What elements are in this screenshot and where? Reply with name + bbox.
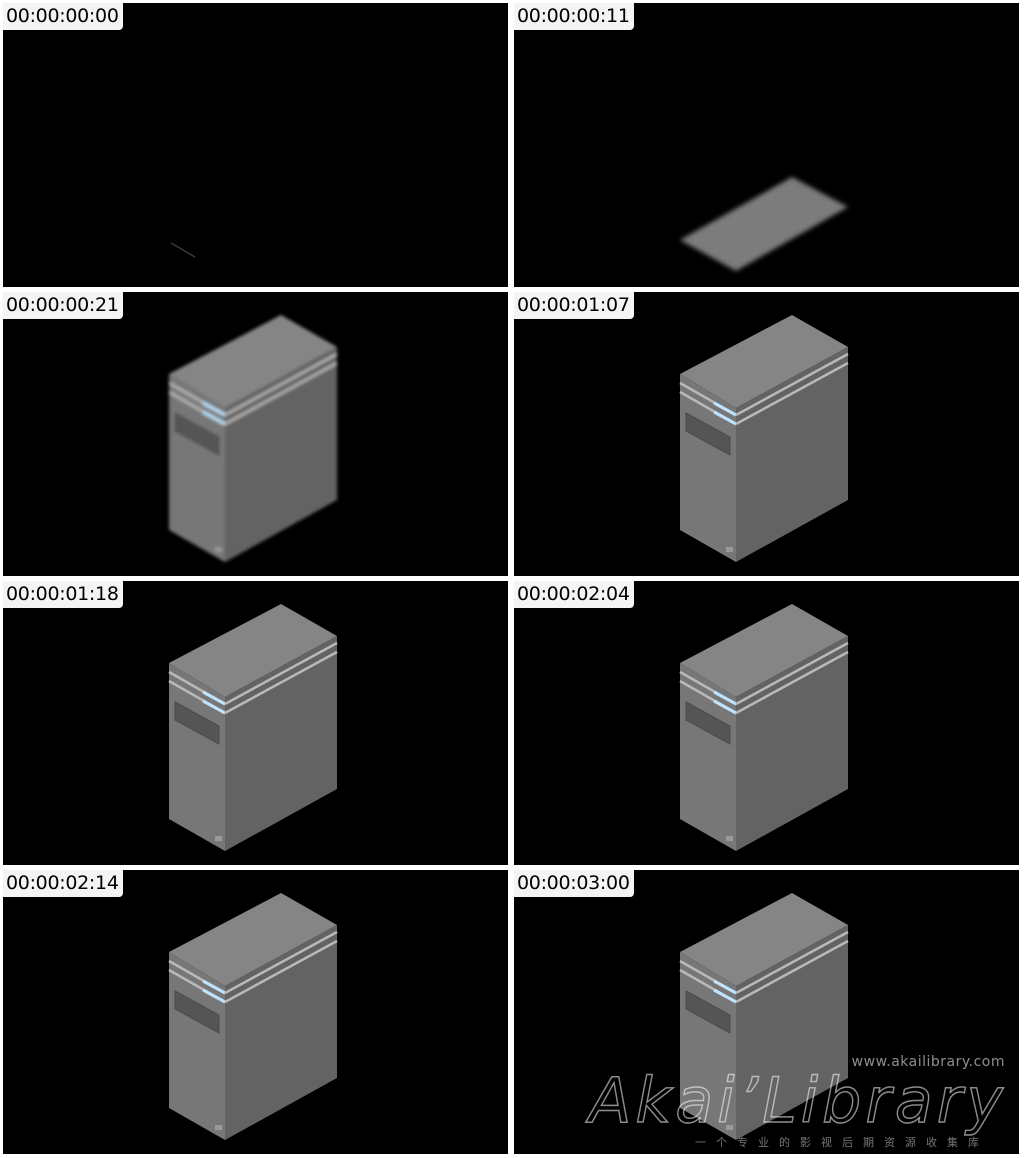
timecode-label: 00:00:02:04 bbox=[514, 581, 634, 608]
video-frame-thumbnail: 00:00:01:18 bbox=[3, 581, 508, 865]
tower-glow-light bbox=[713, 988, 737, 1004]
tower-glow-light bbox=[713, 690, 737, 706]
tower-badge bbox=[726, 836, 733, 841]
server-tower bbox=[168, 893, 338, 1140]
frame-scene bbox=[168, 604, 338, 851]
tower-badge bbox=[726, 1125, 733, 1130]
tower-glow-light bbox=[202, 410, 226, 426]
drive-bay-panel bbox=[174, 701, 220, 745]
video-frame-thumbnail: 00:00:01:07 bbox=[514, 292, 1019, 576]
frame-scene bbox=[679, 893, 849, 1140]
tower-stripe bbox=[224, 361, 338, 426]
tower-top-face bbox=[680, 315, 848, 408]
tower-glow-light bbox=[713, 401, 737, 417]
tower-glow-light bbox=[713, 410, 737, 426]
drive-bay-panel bbox=[685, 412, 731, 456]
video-frame-thumbnail: 00:00:00:21 bbox=[3, 292, 508, 576]
tower-top-face bbox=[680, 604, 848, 697]
tower-top-face bbox=[169, 893, 337, 986]
tower-badge bbox=[726, 547, 733, 552]
tower-stripe bbox=[224, 930, 338, 995]
frame-scene bbox=[168, 893, 338, 1140]
faint-edge-line bbox=[170, 242, 196, 258]
video-frame-thumbnail: 00:00:02:04 bbox=[514, 581, 1019, 865]
tower-stripe bbox=[735, 361, 849, 426]
tower-badge bbox=[215, 836, 222, 841]
timecode-label: 00:00:03:00 bbox=[514, 870, 634, 897]
timecode-label: 00:00:01:18 bbox=[3, 581, 123, 608]
tower-stripe bbox=[224, 352, 338, 417]
server-tower bbox=[679, 893, 849, 1140]
frame-scene bbox=[680, 177, 848, 271]
drive-bay-panel bbox=[174, 412, 220, 456]
tower-stripe bbox=[735, 930, 849, 995]
drive-bay-panel bbox=[685, 701, 731, 745]
frame-scene bbox=[168, 315, 338, 562]
server-tower bbox=[679, 604, 849, 851]
tower-glow-light bbox=[202, 401, 226, 417]
timecode-label: 00:00:00:00 bbox=[3, 3, 123, 30]
frame-scene bbox=[679, 604, 849, 851]
timecode-label: 00:00:02:14 bbox=[3, 870, 123, 897]
tower-stripe bbox=[224, 641, 338, 706]
video-frame-thumbnail: 00:00:00:00 bbox=[3, 3, 508, 287]
tower-top-face bbox=[169, 604, 337, 697]
server-tower bbox=[168, 315, 338, 562]
video-frame-thumbnail: 00:00:00:11 bbox=[514, 3, 1019, 287]
video-frame-thumbnail: 00:00:02:14 bbox=[3, 870, 508, 1154]
tower-top-face bbox=[169, 315, 337, 408]
video-frame-thumbnail: 00:00:03:00www.akailibrary.comAkai’Libra… bbox=[514, 870, 1019, 1154]
tower-badge bbox=[215, 547, 222, 552]
tower-top-face bbox=[680, 893, 848, 986]
timecode-label: 00:00:00:11 bbox=[514, 3, 634, 30]
tower-base-slab bbox=[680, 177, 848, 271]
tower-stripe bbox=[735, 939, 849, 1004]
timecode-label: 00:00:01:07 bbox=[514, 292, 634, 319]
frame-scene bbox=[170, 242, 196, 258]
server-tower bbox=[168, 604, 338, 851]
frame-scene bbox=[679, 315, 849, 562]
tower-glow-light bbox=[202, 979, 226, 995]
server-tower bbox=[679, 315, 849, 562]
tower-glow-light bbox=[713, 699, 737, 715]
tower-stripe bbox=[735, 641, 849, 706]
drive-bay-panel bbox=[174, 990, 220, 1034]
tower-glow-light bbox=[202, 690, 226, 706]
tower-badge bbox=[215, 1125, 222, 1130]
tower-stripe bbox=[735, 650, 849, 715]
tower-glow-light bbox=[713, 979, 737, 995]
timecode-label: 00:00:00:21 bbox=[3, 292, 123, 319]
tower-glow-light bbox=[202, 988, 226, 1004]
tower-glow-light bbox=[202, 699, 226, 715]
tower-stripe bbox=[224, 650, 338, 715]
drive-bay-panel bbox=[685, 990, 731, 1034]
tower-stripe bbox=[735, 352, 849, 417]
tower-stripe bbox=[224, 939, 338, 1004]
